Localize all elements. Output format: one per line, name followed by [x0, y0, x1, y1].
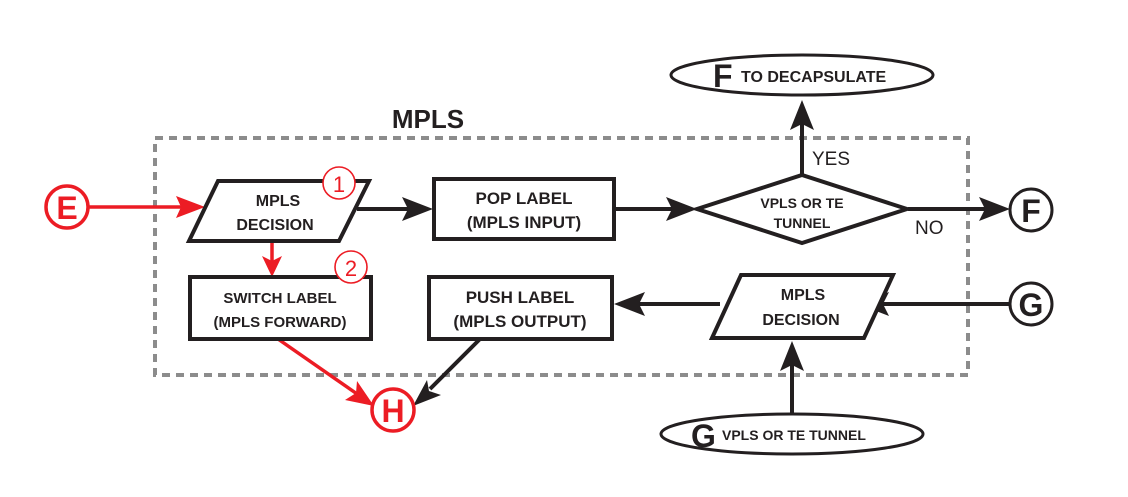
- svg-text:MPLS: MPLS: [781, 287, 826, 304]
- connector-g: G: [1008, 281, 1054, 327]
- edge-no-to-f: [908, 197, 1010, 221]
- connector-h: H: [370, 387, 416, 433]
- edge-push-label-to-h: [413, 337, 482, 406]
- svg-text:G: G: [1019, 287, 1044, 323]
- svg-text:DECISION: DECISION: [762, 312, 839, 329]
- edge-mpls-decision-to-push-label: [614, 292, 720, 316]
- svg-text:(MPLS OUTPUT): (MPLS OUTPUT): [453, 312, 586, 331]
- svg-text:VPLS OR TE: VPLS OR TE: [760, 195, 843, 211]
- push-label-node: PUSH LABEL (MPLS OUTPUT): [427, 275, 614, 341]
- svg-text:POP LABEL: POP LABEL: [476, 189, 573, 208]
- svg-text:PUSH LABEL: PUSH LABEL: [466, 288, 575, 307]
- svg-text:DECISION: DECISION: [236, 217, 313, 234]
- no-label: NO: [915, 218, 944, 239]
- switch-label-node: SWITCH LABEL (MPLS FORWARD): [188, 275, 373, 341]
- svg-text:F: F: [1021, 193, 1041, 229]
- yes-label: YES: [812, 149, 850, 170]
- svg-text:G: G: [691, 418, 716, 454]
- svg-text:MPLS: MPLS: [256, 193, 301, 210]
- mpls-group-border: [153, 136, 970, 377]
- svg-text:(MPLS INPUT): (MPLS INPUT): [467, 213, 581, 232]
- mpls-decision-output-node: MPLS DECISION: [708, 273, 897, 340]
- svg-text:H: H: [381, 393, 404, 429]
- svg-text:2: 2: [345, 256, 357, 281]
- edge-g-tunnel-to-mpls-decision: [780, 341, 804, 415]
- edge-e-to-mpls-decision: [89, 196, 205, 218]
- edge-decision-to-switch-label: [262, 242, 282, 277]
- mpls-decision-input-node: MPLS DECISION: [185, 179, 373, 243]
- edge-decision-to-pop-label: [357, 197, 433, 221]
- svg-text:VPLS OR TE TUNNEL: VPLS OR TE TUNNEL: [722, 427, 866, 443]
- vpls-or-te-tunnel-decision-node: VPLS OR TE TUNNEL: [690, 172, 914, 246]
- svg-text:(MPLS FORWARD): (MPLS FORWARD): [213, 314, 346, 331]
- mpls-group-title: MPLS: [392, 104, 464, 134]
- svg-text:SWITCH LABEL: SWITCH LABEL: [223, 290, 336, 307]
- step-badge-1: 1: [322, 166, 356, 200]
- terminator-vpls-or-te-tunnel: G VPLS OR TE TUNNEL: [659, 412, 925, 456]
- svg-text:E: E: [56, 190, 77, 226]
- edge-switch-label-to-h: [277, 337, 374, 406]
- connector-e: E: [44, 184, 90, 230]
- svg-text:TUNNEL: TUNNEL: [774, 215, 831, 231]
- svg-text:F: F: [713, 58, 733, 94]
- svg-text:TO DECAPSULATE: TO DECAPSULATE: [741, 69, 887, 86]
- connector-f: F: [1008, 187, 1054, 233]
- terminator-to-decapsulate: F TO DECAPSULATE: [669, 53, 935, 97]
- step-badge-2: 2: [334, 250, 368, 284]
- edge-yes-to-decapsulate: [790, 100, 814, 175]
- edge-pop-label-to-vpls-decision: [615, 197, 697, 221]
- pop-label-node: POP LABEL (MPLS INPUT): [432, 177, 616, 241]
- svg-text:1: 1: [333, 172, 345, 197]
